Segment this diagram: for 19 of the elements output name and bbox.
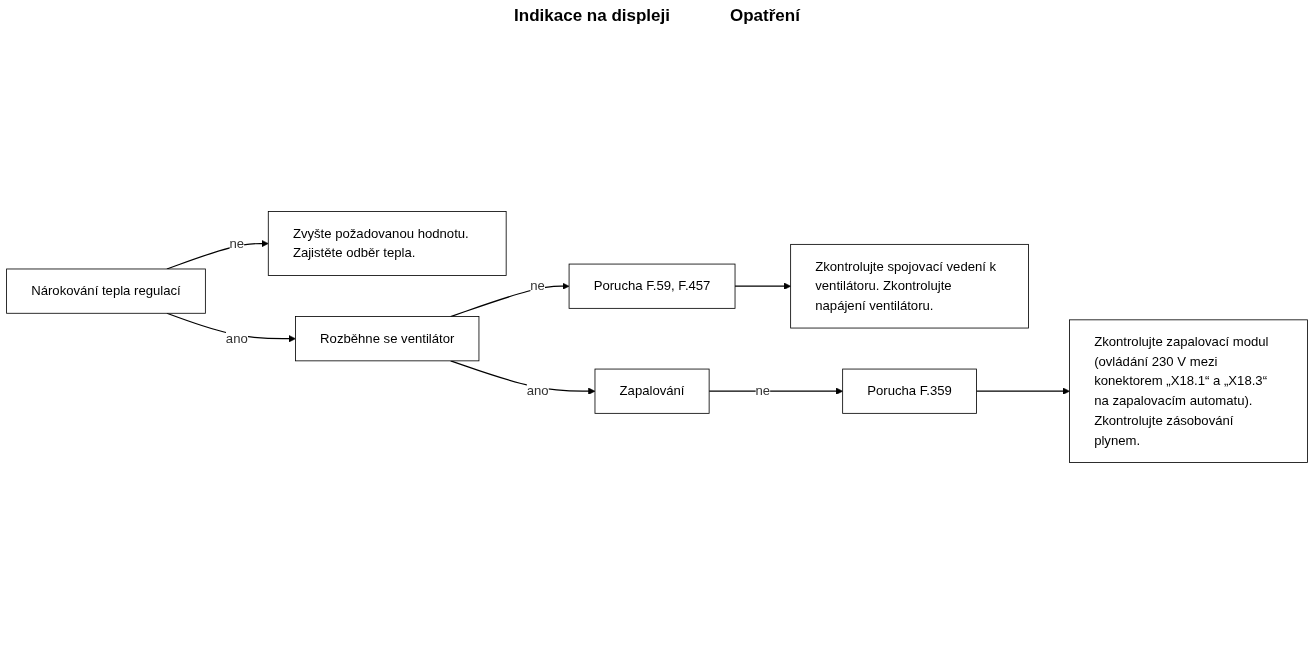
node-box: Porucha F.59, F.457 [568,263,736,309]
column-heading: Indikace na displeji [514,6,670,26]
arrow [975,387,1070,395]
edge-label: ano [526,383,549,398]
edge-label: ne [755,383,771,398]
edge-label: ne [530,278,545,293]
node-box: Rozběhne se ventilátor [295,316,480,362]
arrow [708,387,843,395]
arrow [450,282,570,318]
node-box: Zvyšte požadovanou hodnotu. Zajistěte odběr tepla. [267,211,507,276]
node-box: Nárokování tepla regulací [6,268,206,314]
edge-label: ne [229,236,245,251]
edge-label: ano [225,331,248,346]
node-box: Zkontrolujte zapalovací modul (ovládání 230 V mezi konektorem „X18.1“ a „X18.3“ na zapalovacím automatu). Zkontrolujte zásobování plynem. [1069,319,1308,463]
node-box: Zkontrolujte spojovací vedení k ventilátoru. Zkontrolujte napájení ventilátoru. [790,243,1029,329]
node-box: Zapalování [594,368,710,414]
column-heading: Opatření [730,6,800,26]
arrow [734,282,791,290]
node-box: Porucha F.359 [842,368,977,414]
